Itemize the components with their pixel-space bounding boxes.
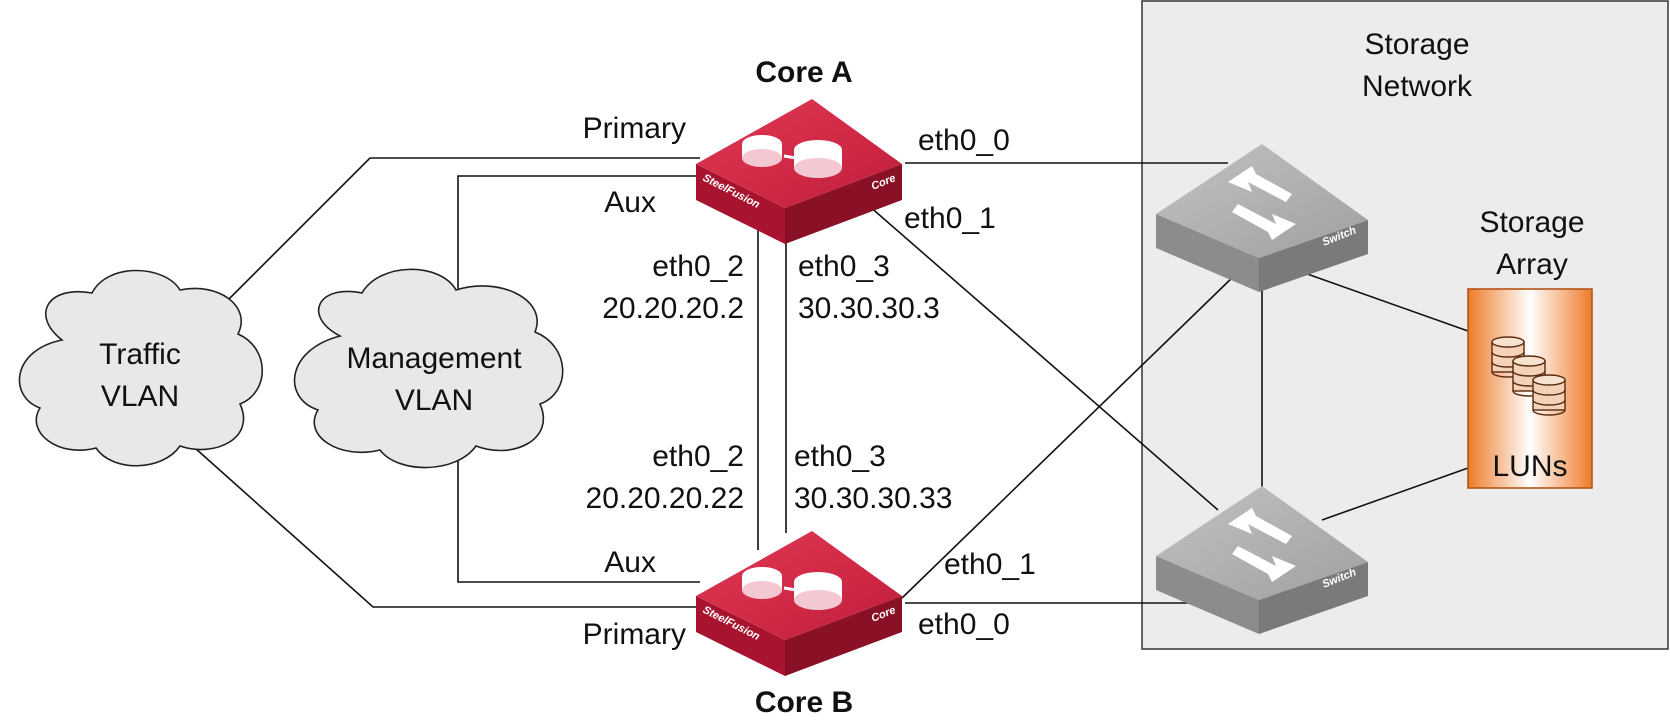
- core-b-eth0-2-ip: 20.20.20.22: [586, 482, 744, 515]
- core-b-eth0-3-label: eth0_3: [794, 440, 886, 473]
- switch-top: Switch: [1156, 144, 1368, 292]
- core-b-eth0-1-label: eth0_1: [944, 548, 1036, 581]
- core-a-title: Core A: [755, 56, 852, 89]
- core-b-aux-label: Aux: [604, 546, 656, 579]
- core-b-primary-label: Primary: [583, 618, 686, 651]
- core-b-eth0-0-label: eth0_0: [918, 608, 1010, 641]
- core-b-logo-icon: [742, 567, 842, 610]
- storage-array-label: Storage: [1479, 206, 1584, 239]
- luns-label: LUNs: [1492, 450, 1567, 483]
- storage-array: Storage Array LUNs: [1467, 206, 1593, 489]
- core-b-eth0-3-ip: 30.30.30.33: [794, 482, 952, 515]
- traffic-vlan-cloud: Traffic VLAN: [18, 269, 263, 467]
- traffic-vlan-label: Traffic: [99, 338, 181, 371]
- switch-arrows-icon: [1228, 166, 1296, 240]
- core-a-appliance: SteelFusion Core: [696, 99, 902, 244]
- core-a-logo-icon: [742, 135, 842, 178]
- switch-bottom: Switch: [1156, 486, 1368, 634]
- core-b-eth0-2-label: eth0_2: [652, 440, 744, 473]
- core-b-appliance: SteelFusion Core: [696, 531, 902, 676]
- core-a-aux-label: Aux: [604, 186, 656, 219]
- core-b-title: Core B: [755, 686, 853, 719]
- core-a-primary-label: Primary: [583, 112, 686, 145]
- core-a-eth0-2-ip: 20.20.20.2: [602, 292, 744, 325]
- core-a-eth0-2-label: eth0_2: [652, 250, 744, 283]
- core-a-eth0-1-label: eth0_1: [904, 202, 996, 235]
- switch-arrows-icon: [1228, 508, 1296, 582]
- core-a-eth0-0-label: eth0_0: [918, 124, 1010, 157]
- links: [194, 157, 1469, 608]
- core-a-eth0-3-label: eth0_3: [798, 250, 890, 283]
- management-vlan-label: Management: [346, 342, 522, 375]
- storage-array-label: Array: [1496, 248, 1568, 281]
- traffic-vlan-label: VLAN: [101, 380, 179, 413]
- management-vlan-cloud: Management VLAN: [293, 268, 564, 469]
- storage-network-label: Storage: [1364, 28, 1469, 61]
- storage-network-label: Network: [1362, 70, 1473, 103]
- core-a-eth0-3-ip: 30.30.30.3: [798, 292, 940, 325]
- management-vlan-label: VLAN: [395, 384, 473, 417]
